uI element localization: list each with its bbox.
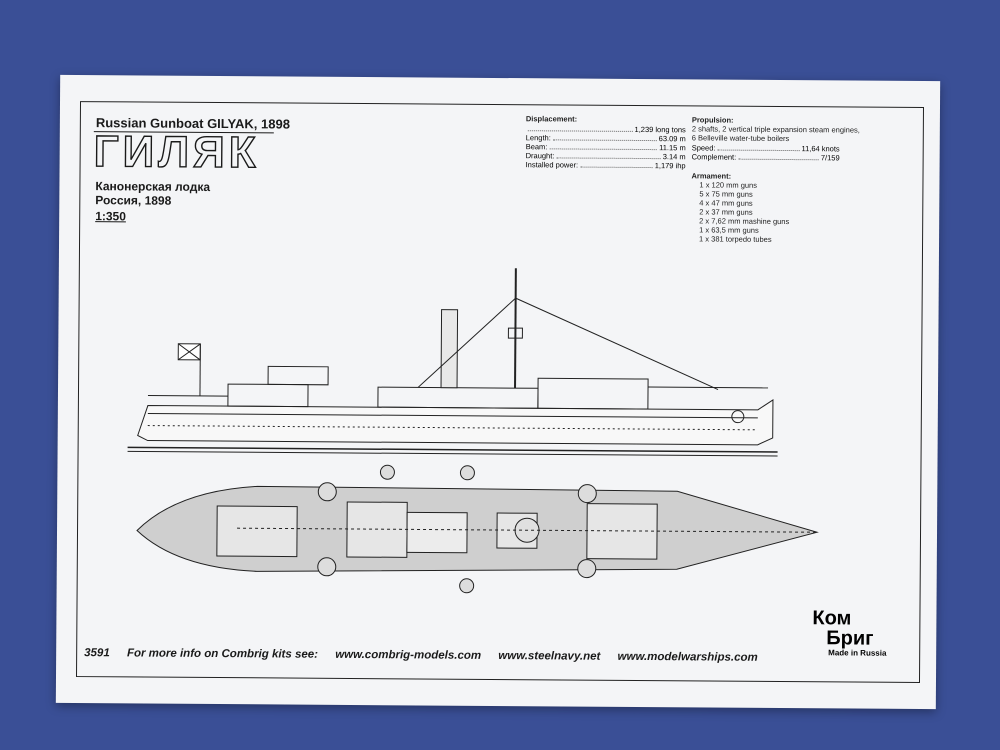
footer-text: For more info on Combrig kits see: — [126, 647, 319, 661]
armament-item: 1 x 381 torpedo tubes — [699, 234, 772, 244]
link-modelwarships[interactable]: www.modelwarships.com — [617, 650, 758, 664]
spec-dots — [549, 142, 658, 151]
ship-type-russian: Канонерская лодка — [95, 179, 211, 194]
armament-item: 2 x 37 mm guns — [699, 207, 753, 217]
scale-label: 1:350 — [95, 209, 126, 224]
link-combrig[interactable]: www.combrig-models.com — [335, 648, 482, 662]
spec-value: 11,64 knots — [801, 144, 840, 154]
link-steelnavy[interactable]: www.steelnavy.net — [498, 650, 601, 663]
armament-heading: Armament: — [691, 171, 732, 181]
spec-label: Draught: — [525, 151, 555, 161]
spec-dots — [556, 151, 661, 160]
spec-value: 3.14 m — [662, 152, 686, 162]
plan-sheet: Russian Gunboat GILYAK, 1898 ГИЛЯК Канон… — [55, 74, 941, 710]
armament-item: 5 x 75 mm guns — [699, 189, 753, 199]
spec-value: 1,179 ihp — [654, 161, 686, 171]
ship-name-russian: ГИЛЯК — [93, 126, 261, 178]
spec-row: Installed power: 1,179 ihp — [526, 160, 686, 170]
spec-dots — [580, 160, 653, 169]
spec-label: Installed power: — [525, 160, 579, 170]
spec-value: 11.15 m — [659, 143, 686, 153]
spec-dots — [717, 143, 800, 152]
spec-dots — [738, 152, 819, 161]
armament-item: 4 x 47 mm guns — [699, 198, 753, 208]
spec-dots — [527, 124, 633, 132]
displacement-heading: Displacement: — [525, 114, 578, 124]
armament-item: 1 x 63,5 mm guns — [699, 225, 759, 235]
spec-label: Speed: — [691, 143, 716, 153]
kit-code: 3591 — [84, 647, 110, 660]
spec-value: 7/159 — [820, 153, 840, 163]
logo-line-2: Бриг — [826, 627, 874, 650]
spec-value: 1,239 long tons — [634, 124, 686, 135]
spec-label: Complement: — [691, 152, 737, 162]
spec-dots — [552, 133, 657, 142]
spec-label: Beam: — [525, 142, 548, 152]
propulsion-heading: Propulsion: — [691, 115, 734, 125]
side-profile — [127, 268, 778, 457]
ship-drawing — [127, 268, 819, 594]
logo-line-1: Ком — [812, 607, 852, 630]
spec-value: 63.09 m — [658, 134, 686, 144]
propulsion-line-2: 6 Belleville water-tube boilers — [691, 133, 790, 144]
armament-item: 1 x 120 mm guns — [699, 180, 758, 190]
combrig-logo: Ком Бриг Made in Russia — [812, 607, 887, 658]
country-year-russian: Россия, 1898 — [95, 193, 172, 208]
spec-row: Complement: 7/159 — [692, 152, 840, 162]
logo-tagline: Made in Russia — [828, 648, 887, 658]
spec-label: Length: — [525, 133, 551, 143]
top-plan — [136, 464, 819, 594]
